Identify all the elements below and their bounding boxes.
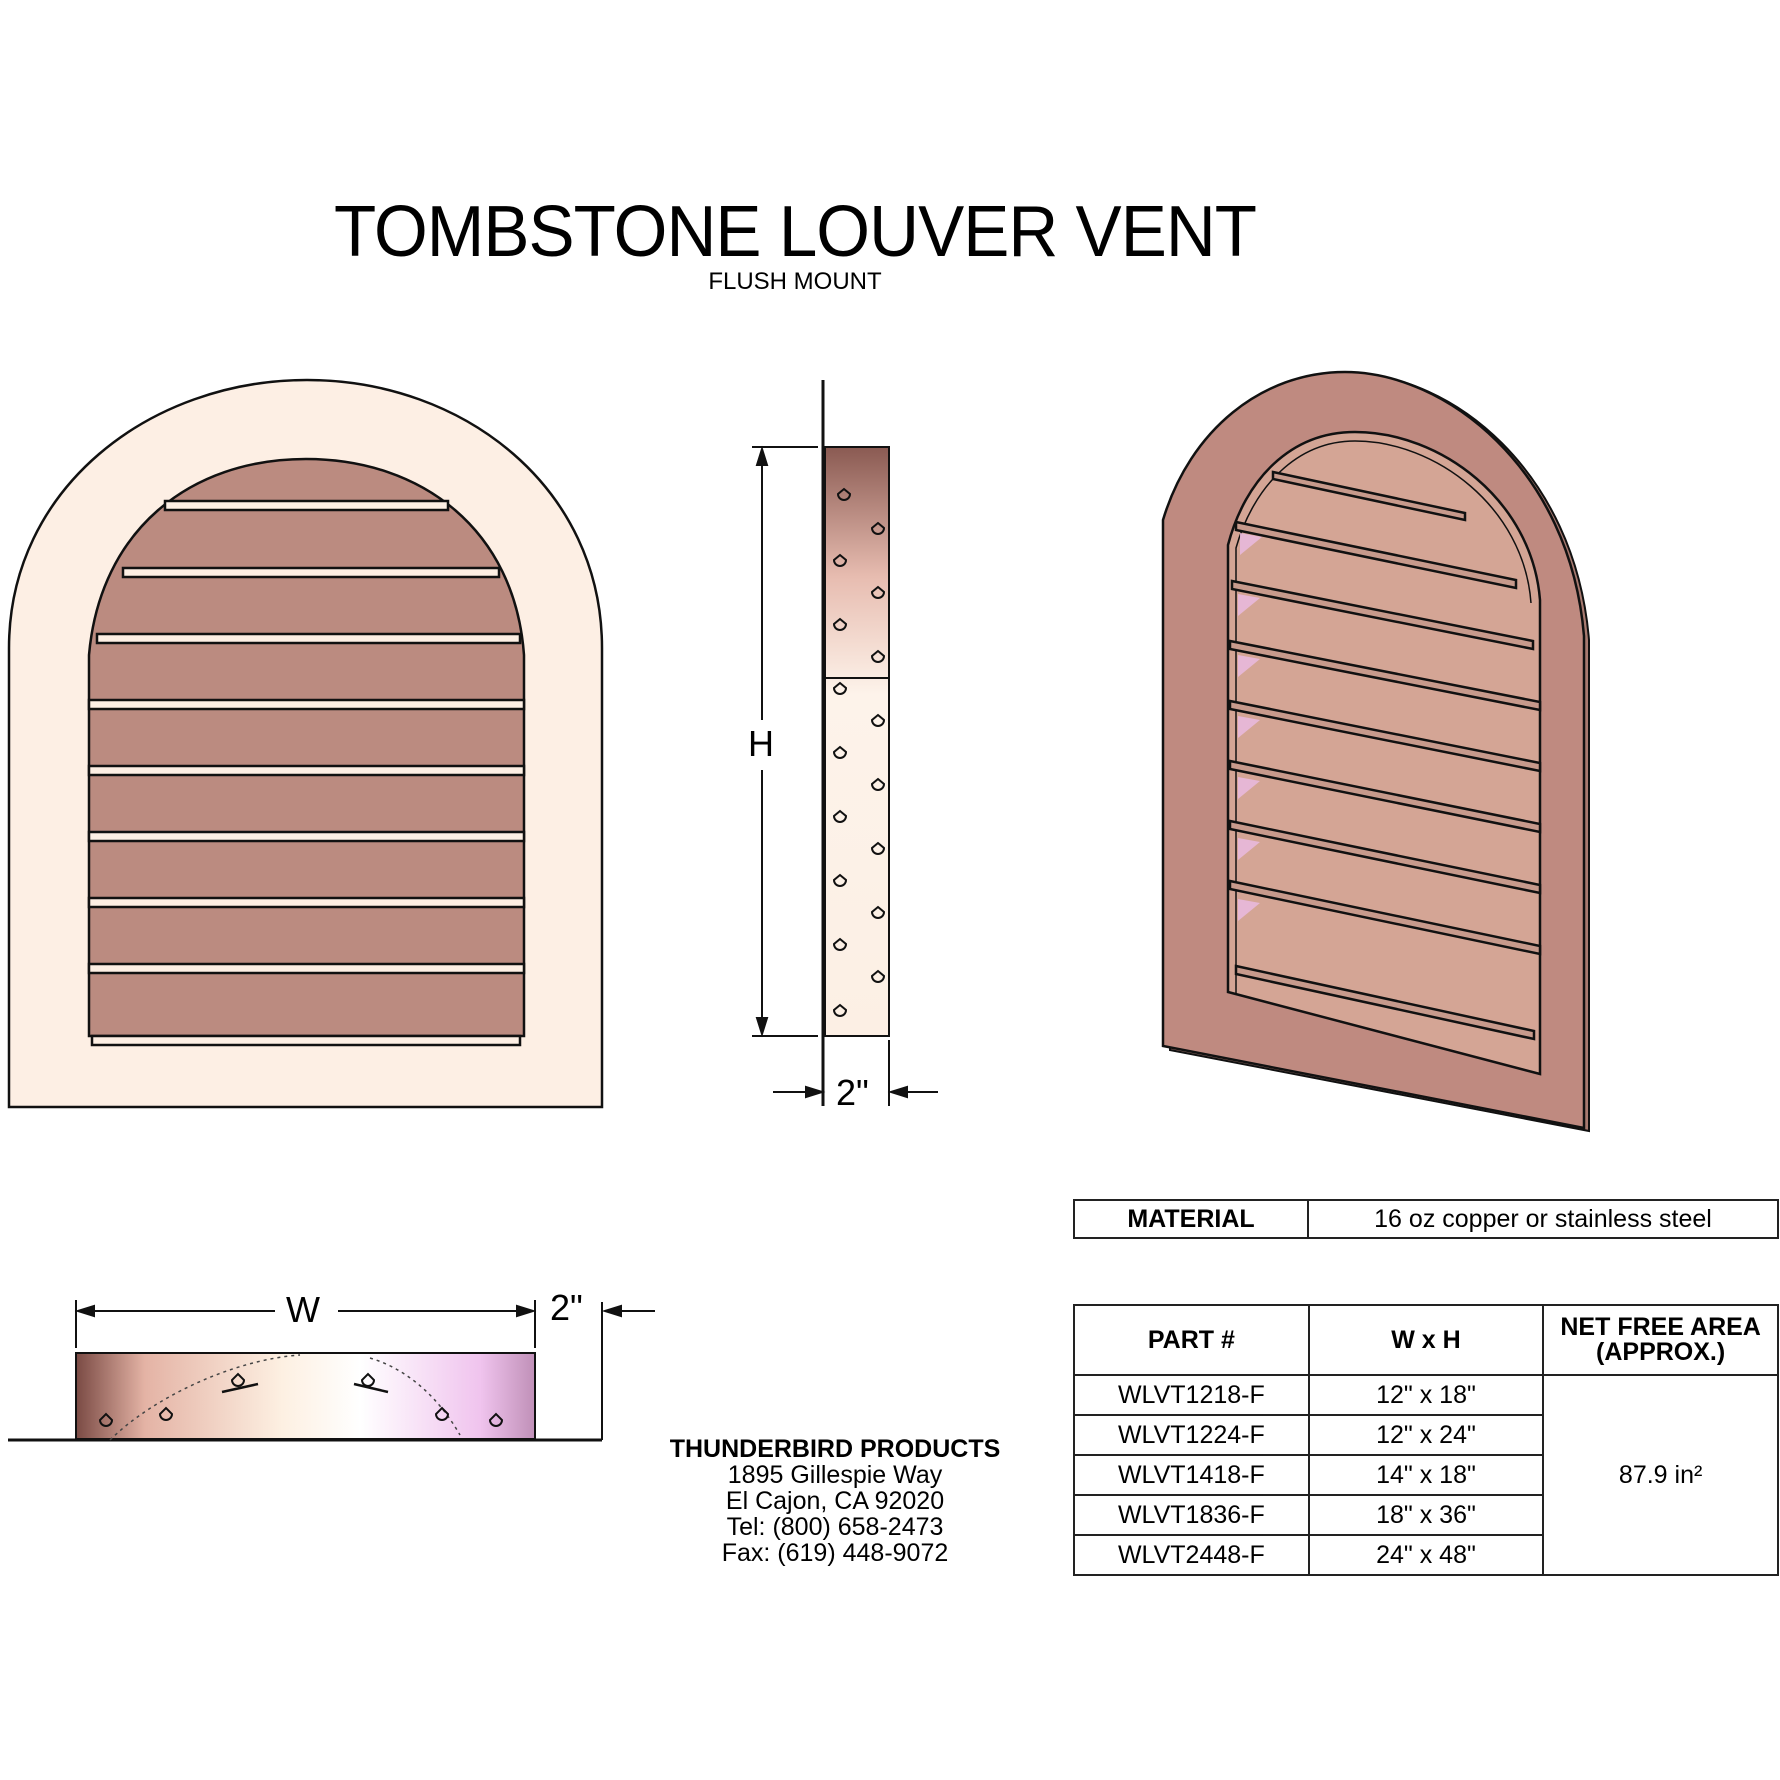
header-size: W x H xyxy=(1307,1304,1545,1376)
header-part-number: PART # xyxy=(1073,1304,1310,1376)
part-number: WLVT1836-F xyxy=(1073,1494,1310,1536)
header-nfa-line2: (APPROX.) xyxy=(1596,1338,1726,1366)
material-value: 16 oz copper or stainless steel xyxy=(1307,1199,1779,1239)
table-row: WLVT1224-F 12" x 24" xyxy=(1073,1414,1778,1456)
height-dimension-label: H xyxy=(748,723,774,764)
material-label: MATERIAL xyxy=(1073,1199,1309,1239)
table-row: WLVT2448-F 24" x 48" xyxy=(1073,1534,1778,1576)
part-number: WLVT1418-F xyxy=(1073,1454,1310,1496)
part-number: WLVT1218-F xyxy=(1073,1374,1310,1416)
part-number: WLVT1224-F xyxy=(1073,1414,1310,1456)
material-table: MATERIAL 16 oz copper or stainless steel xyxy=(1073,1199,1779,1239)
width-dimension-label: W xyxy=(286,1289,320,1330)
company-address-line1: 1895 Gillespie Way xyxy=(727,1461,943,1489)
header-nfa-line1: NET FREE AREA xyxy=(1560,1313,1761,1341)
part-size: 18" x 36" xyxy=(1307,1494,1545,1536)
part-size: 14" x 18" xyxy=(1307,1454,1545,1496)
part-size: 12" x 24" xyxy=(1307,1414,1545,1456)
part-number: WLVT2448-F xyxy=(1073,1534,1310,1576)
side-depth-dimension-label: 2" xyxy=(836,1072,869,1113)
header-net-free-area: NET FREE AREA (APPROX.) xyxy=(1542,1304,1779,1376)
table-row: WLVT1418-F 14" x 18" xyxy=(1073,1454,1778,1496)
page-title: TOMBSTONE LOUVER VENT xyxy=(333,192,1257,272)
company-address-line2: El Cajon, CA 92020 xyxy=(725,1487,945,1515)
material-row: MATERIAL 16 oz copper or stainless steel xyxy=(1073,1199,1779,1239)
top-depth-dimension-label: 2" xyxy=(550,1287,583,1328)
parts-table: PART # W x H NET FREE AREA (APPROX.) WLV… xyxy=(1073,1304,1779,1576)
parts-table-header: PART # W x H NET FREE AREA (APPROX.) xyxy=(1073,1304,1779,1376)
page-subtitle: FLUSH MOUNT xyxy=(708,268,882,295)
table-row: WLVT1836-F 18" x 36" xyxy=(1073,1494,1778,1536)
part-size: 24" x 48" xyxy=(1307,1534,1545,1576)
net-free-area-cell: 87.9 in² xyxy=(1542,1374,1779,1576)
company-name: THUNDERBIRD PRODUCTS xyxy=(669,1435,1001,1463)
company-fax: Fax: (619) 448-9072 xyxy=(721,1539,949,1567)
company-info: THUNDERBIRD PRODUCTS 1895 Gillespie Way … xyxy=(640,1436,1030,1566)
company-phone: Tel: (800) 658-2473 xyxy=(726,1513,944,1541)
part-size: 12" x 18" xyxy=(1307,1374,1545,1416)
table-row: WLVT1218-F 12" x 18" 87.9 in² xyxy=(1073,1374,1779,1576)
